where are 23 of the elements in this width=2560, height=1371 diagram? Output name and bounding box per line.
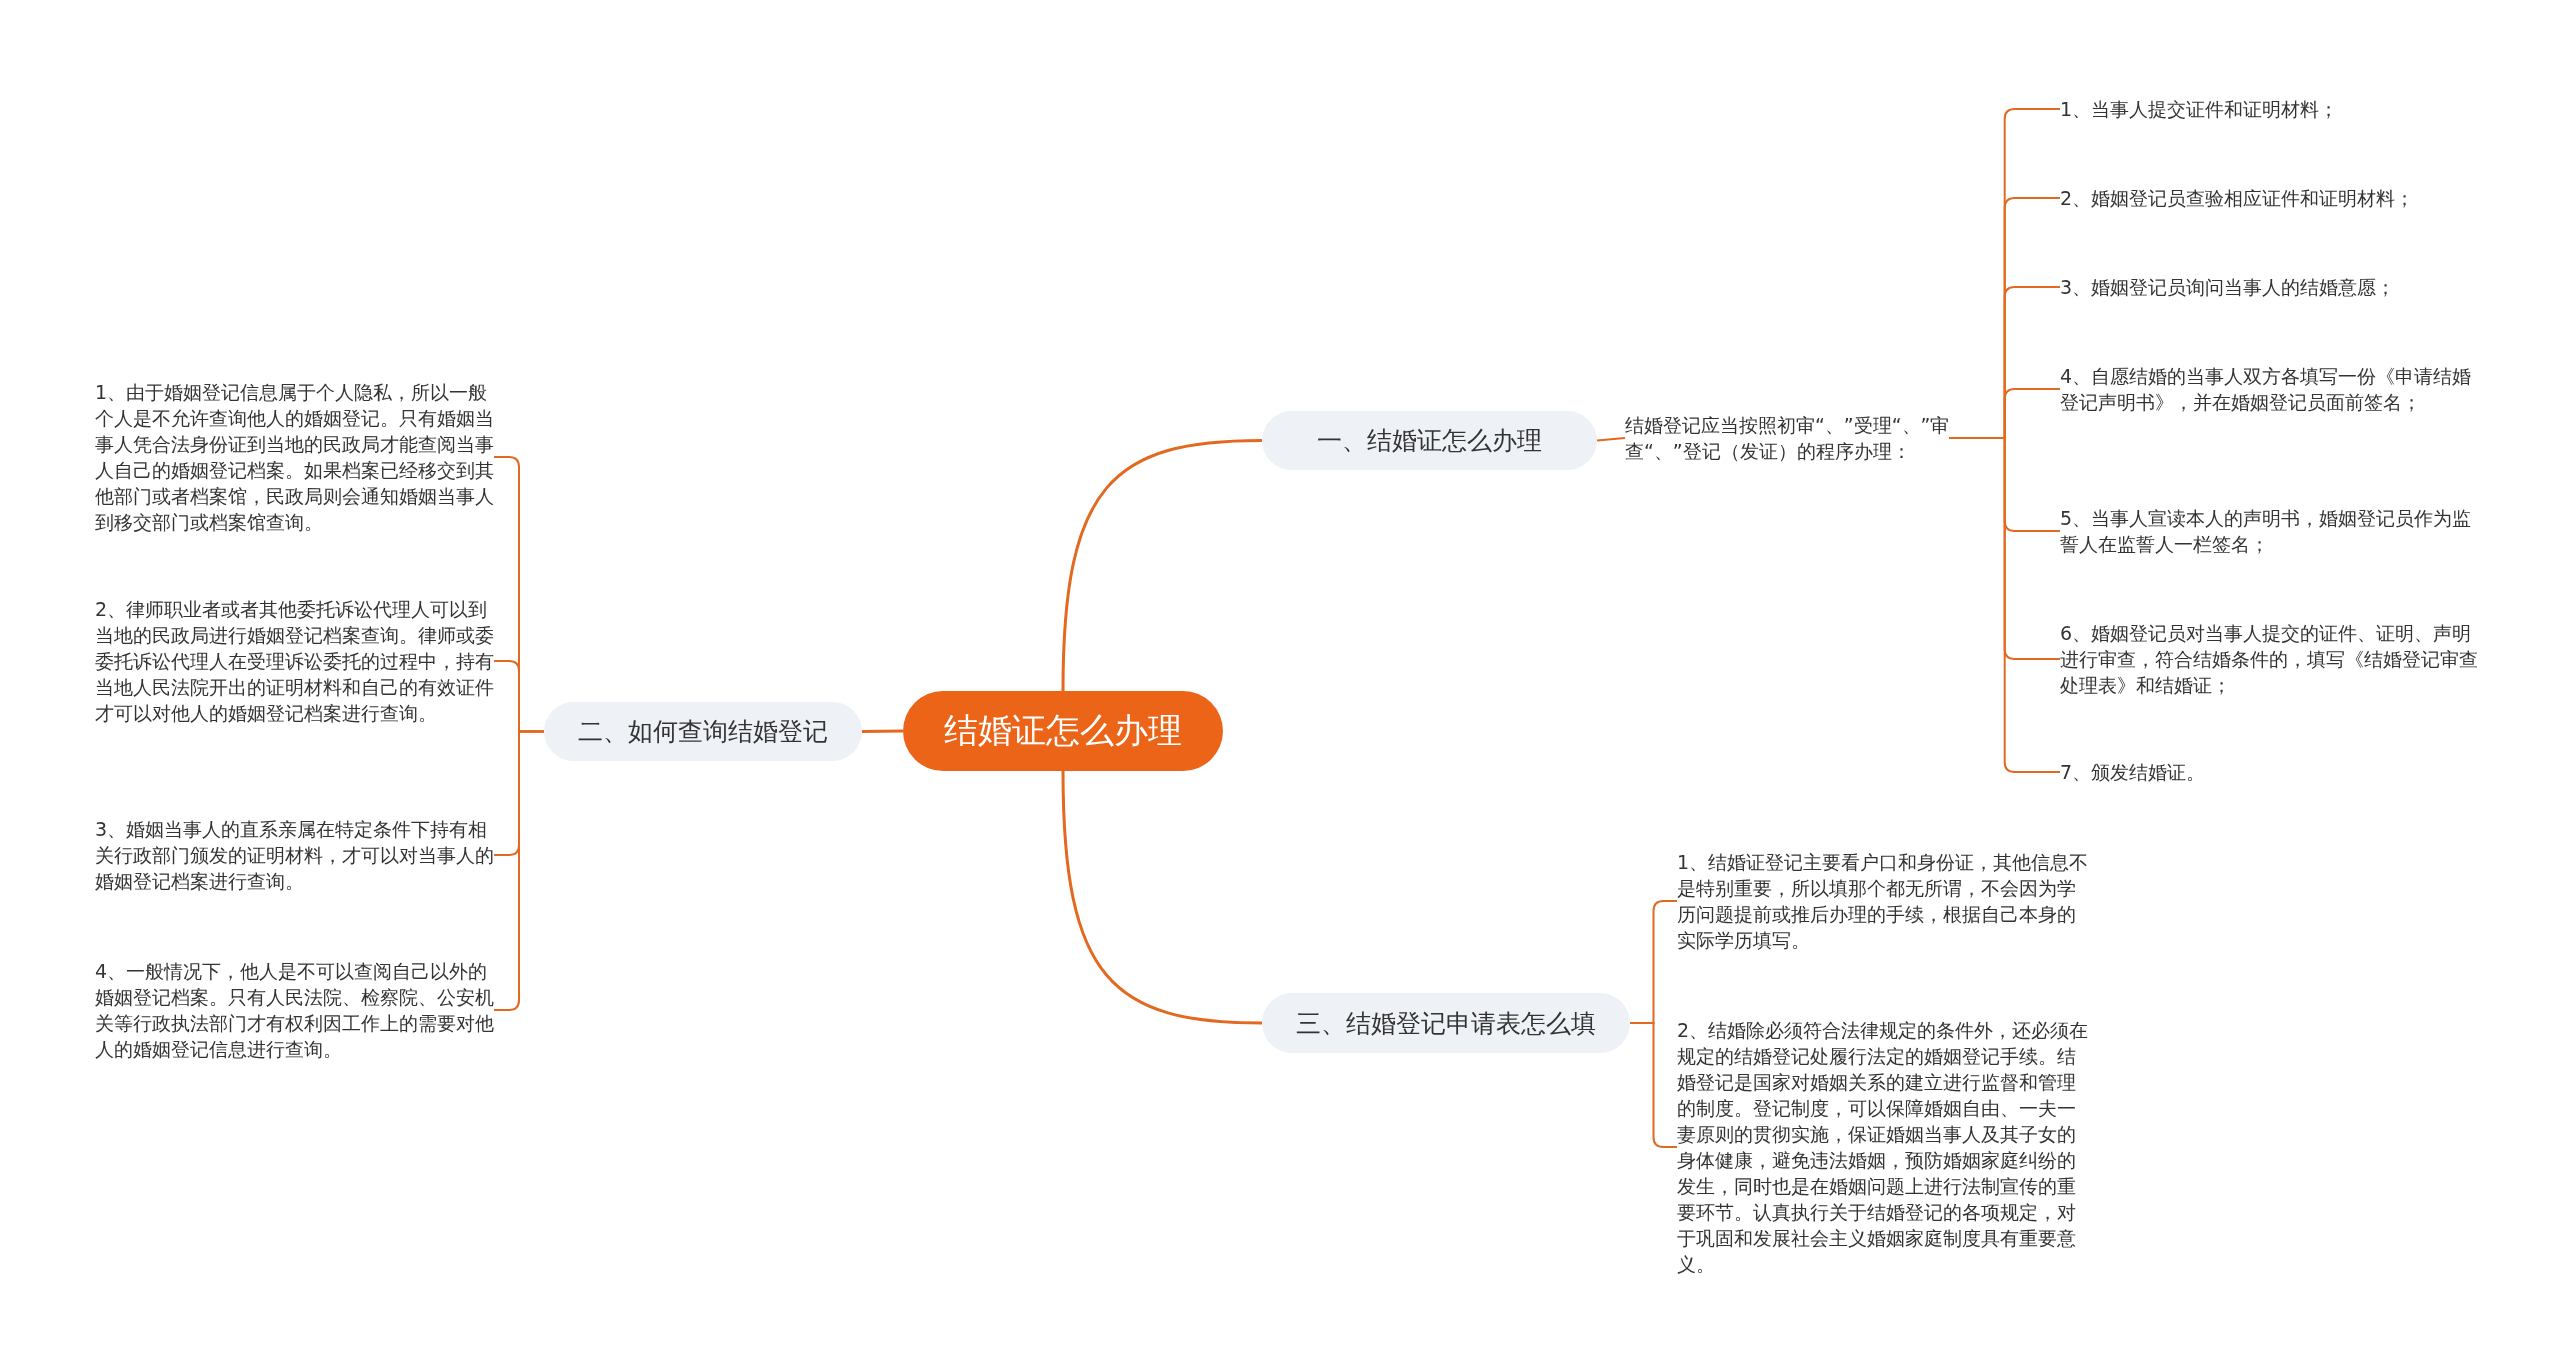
branch-topic: 三、结婚登记申请表怎么填 (1262, 993, 1630, 1053)
branch-topic: 一、结婚证怎么办理 (1262, 411, 1597, 470)
note-text: 2、律师职业者或者其他委托诉讼代理人可以到当地的民政局进行婚姻登记档案查询。律师或委委托诉讼代理人在受理诉讼委托的过程中，持有当地人民法院开出的证明材料和自己的有效证件才可以对他人的婚姻登记档案进行查询。 (95, 596, 505, 726)
note-text: 2、婚姻登记员查验相应证件和证明材料； (2060, 185, 2415, 211)
note-text: 3、婚姻登记员询问当事人的结婚意愿； (2060, 274, 2396, 300)
note-text: 6、婚姻登记员对当事人提交的证件、证明、声明进行审查，符合结婚条件的，填写《结婚登记审查处理表》和结婚证； (2060, 620, 2480, 698)
note-text: 2、结婚除必须符合法律规定的条件外，还必须在规定的结婚登记处履行法定的婚姻登记手续。结婚登记是国家对婚姻关系的建立进行监督和管理的制度。登记制度，可以保障婚姻自由、一夫一妻原则的贯彻实施，保证婚姻当事人及其子女的身体健康，避免违法婚姻，预防婚姻家庭纠纷的发生，同时也是在婚姻问题上进行法制宣传的重要环节。认真执行关于结婚登记的各项规定，对于巩固和发展社会主义婚姻家庭制度具有重要意义。 (1677, 1017, 2092, 1277)
connector (1061, 770, 1263, 1025)
note-text: 结婚登记应当按照初审“、”受理“、”审查“、”登记（发证）的程序办理： (1625, 412, 2010, 464)
note-text: 4、一般情况下，他人是不可以查阅自己以外的婚姻登记档案。只有人民法院、检察院、公安机关等行政执法部门才有权利因工作上的需要对他人的婚姻登记信息进行查询。 (95, 958, 505, 1062)
note-text: 1、结婚证登记主要看户口和身份证，其他信息不是特别重要，所以填那个都无所谓，不会因为学历问题提前或推后办理的手续，根据自己本身的实际学历填写。 (1677, 849, 2092, 953)
note-text: 3、婚姻当事人的直系亲属在特定条件下持有相关行政部门颁发的证明材料，才可以对当事人的婚姻登记档案进行查询。 (95, 816, 505, 894)
connector (1061, 439, 1263, 692)
central-topic: 结婚证怎么办理 (903, 691, 1223, 771)
connector (1596, 437, 1626, 442)
note-text: 4、自愿结婚的当事人双方各填写一份《申请结婚登记声明书》，并在婚姻登记员面前签名； (2060, 363, 2480, 415)
note-text: 5、当事人宣读本人的声明书，婚姻登记员作为监誓人在监誓人一栏签名； (2060, 505, 2480, 557)
note-text: 7、颁发结婚证。 (2060, 759, 2206, 785)
note-text: 1、由于婚姻登记信息属于个人隐私，所以一般个人是不允许查询他人的婚姻登记。只有婚姻当事人凭合法身份证到当地的民政局才能查阅当事人自己的婚姻登记档案。如果档案已经移交到其他部门或者档案馆，民政局则会通知婚姻当事人到移交部门或档案馆查询。 (95, 379, 505, 535)
branch-topic: 二、如何查询结婚登记 (544, 702, 862, 761)
connector (861, 729, 904, 733)
connector (1948, 437, 2061, 773)
note-text: 1、当事人提交证件和证明材料； (2060, 96, 2339, 122)
